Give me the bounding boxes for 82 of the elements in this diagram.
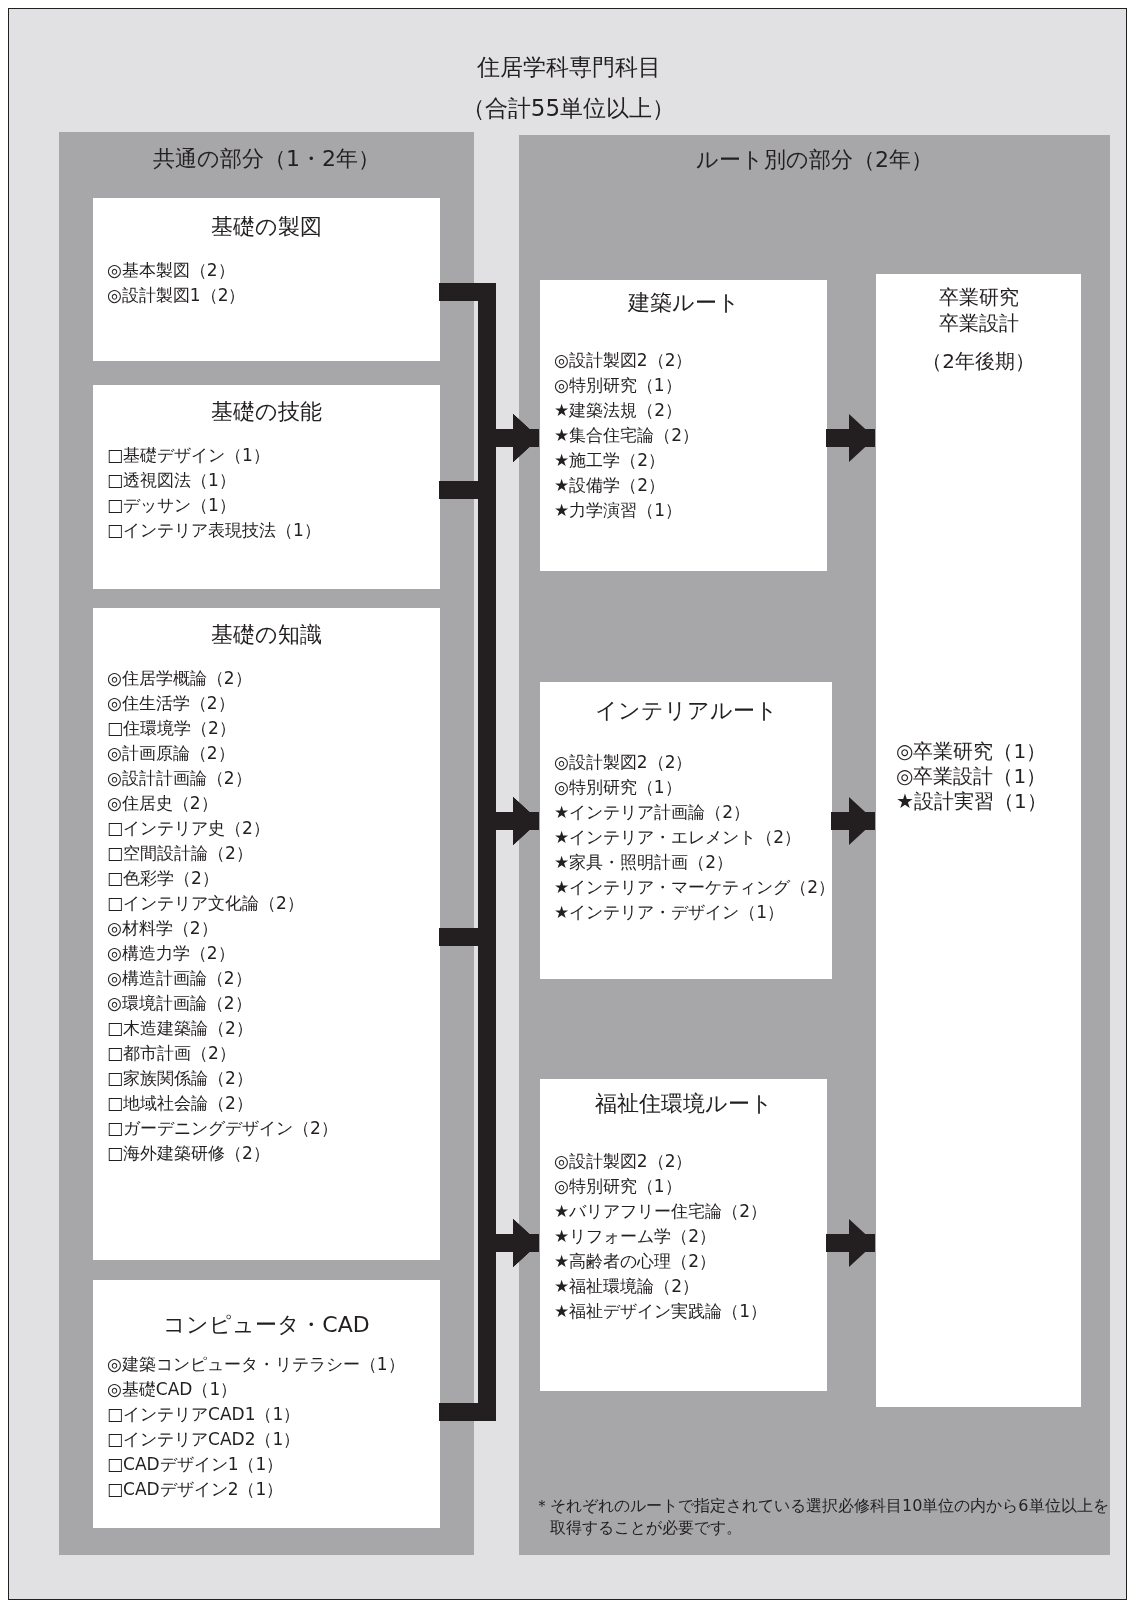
course-box <box>540 280 827 571</box>
course-item: □CADデザイン2（1） <box>107 1478 285 1501</box>
course-item: □都市計画（2） <box>107 1042 237 1065</box>
box-heading: 基礎の技能 <box>210 398 323 426</box>
course-item: ★インテリア・マーケティング（2） <box>554 876 836 899</box>
course-item: □インテリアCAD2（1） <box>107 1428 302 1451</box>
footnote: ＊それぞれのルートで指定されている選択必修科目10単位の内から6単位以上を取得することが必要です。 <box>534 1495 1110 1539</box>
course-item: ◎住生活学（2） <box>107 692 236 715</box>
course-item: ◎住居学概論（2） <box>107 667 253 690</box>
course-item: ★建築法規（2） <box>554 399 684 422</box>
course-item: ◎計画原論（2） <box>107 742 236 765</box>
course-item: ★インテリア・デザイン（1） <box>554 901 786 924</box>
box-heading: 基礎の製図 <box>210 213 323 241</box>
course-item: ★設計実習（1） <box>896 789 1047 814</box>
section-panel <box>519 135 1110 1555</box>
course-item: ◎設計製図2（2） <box>554 751 694 774</box>
course-box <box>93 385 440 589</box>
course-item: ★インテリア計画論（2） <box>554 801 752 824</box>
box-heading: 卒業研究卒業設計 <box>937 284 1020 336</box>
course-item: ◎特別研究（1） <box>554 776 683 799</box>
course-item: ★福祉環境論（2） <box>554 1275 701 1298</box>
course-item: □色彩学（2） <box>107 867 220 890</box>
course-item: □インテリア表現技法（1） <box>107 519 321 542</box>
course-item: □CADデザイン1（1） <box>107 1453 285 1476</box>
course-item: ◎特別研究（1） <box>554 374 683 397</box>
course-item: □地域社会論（2） <box>107 1092 254 1115</box>
course-box <box>93 608 440 1260</box>
course-item: ★施工学（2） <box>554 449 667 472</box>
course-item: ◎特別研究（1） <box>554 1175 683 1198</box>
course-box <box>93 198 440 361</box>
course-item: □透視図法（1） <box>107 469 237 492</box>
box-heading: 福祉住環境ルート <box>593 1090 774 1118</box>
course-item: ★集合住宅論（2） <box>554 424 700 447</box>
course-item: ★バリアフリー住宅論（2） <box>554 1200 768 1223</box>
course-item: ◎設計製図1（2） <box>107 284 246 307</box>
course-box <box>93 1280 440 1528</box>
course-item: ★力学演習（1） <box>554 499 684 522</box>
course-item: □ガーデニングデザイン（2） <box>107 1117 338 1140</box>
course-item: ◎設計製図2（2） <box>554 1150 694 1173</box>
course-box <box>540 1079 827 1391</box>
course-item: □インテリア文化論（2） <box>107 892 305 915</box>
course-item: □基礎デザイン（1） <box>107 444 271 467</box>
course-item: ★家具・照明計画（2） <box>554 851 735 874</box>
course-item: □木造建築論（2） <box>107 1017 254 1040</box>
course-item: ★福祉デザイン実践論（1） <box>554 1300 768 1323</box>
course-item: ◎設計計画論（2） <box>107 767 253 790</box>
course-item: □海外建築研修（2） <box>107 1142 271 1165</box>
course-item: ★高齢者の心理（2） <box>554 1250 718 1273</box>
course-item: ◎構造力学（2） <box>107 942 236 965</box>
course-item: □インテリア史（2） <box>107 817 271 840</box>
box-heading: インテリアルート <box>593 697 779 725</box>
arrow <box>826 414 875 462</box>
course-item: ◎構造計画論（2） <box>107 967 253 990</box>
box-heading: 建築ルート <box>626 289 741 317</box>
diagram-title: 住居学科専門科目（合計55単位以上） <box>461 53 676 123</box>
course-item: ★設備学（2） <box>554 474 667 497</box>
course-item: ◎設計製図2（2） <box>554 349 694 372</box>
course-item: ★インテリア・エレメント（2） <box>554 826 803 849</box>
course-item: ◎卒業研究（1） <box>896 739 1047 764</box>
course-item: □家族関係論（2） <box>107 1067 254 1090</box>
box-heading: コンピュータ・CAD <box>162 1311 371 1339</box>
course-item: ★リフォーム学（2） <box>554 1225 718 1248</box>
course-item: □デッサン（1） <box>107 494 237 517</box>
course-item: □住環境学（2） <box>107 717 237 740</box>
course-item: ◎卒業設計（1） <box>896 764 1047 789</box>
course-item: ◎材料学（2） <box>107 917 219 940</box>
course-item: □インテリアCAD1（1） <box>107 1403 302 1426</box>
panel-heading: ルート別の部分（2年） <box>695 146 934 174</box>
arrow <box>831 797 875 845</box>
arrow <box>826 1219 875 1267</box>
panel-heading: 共通の部分（1・2年） <box>152 145 381 173</box>
section-panel <box>59 132 474 1555</box>
course-item: ◎基礎CAD（1） <box>107 1378 239 1401</box>
course-item: □空間設計論（2） <box>107 842 254 865</box>
course-item: ◎住居史（2） <box>107 792 219 815</box>
box-subheading: （2年後期） <box>921 348 1036 375</box>
course-box <box>876 274 1081 1407</box>
box-heading: 基礎の知識 <box>210 621 323 649</box>
course-item: ◎建築コンピュータ・リテラシー（1） <box>107 1353 405 1376</box>
course-item: ◎環境計画論（2） <box>107 992 253 1015</box>
course-item: ◎基本製図（2） <box>107 259 236 282</box>
course-box <box>540 682 832 979</box>
